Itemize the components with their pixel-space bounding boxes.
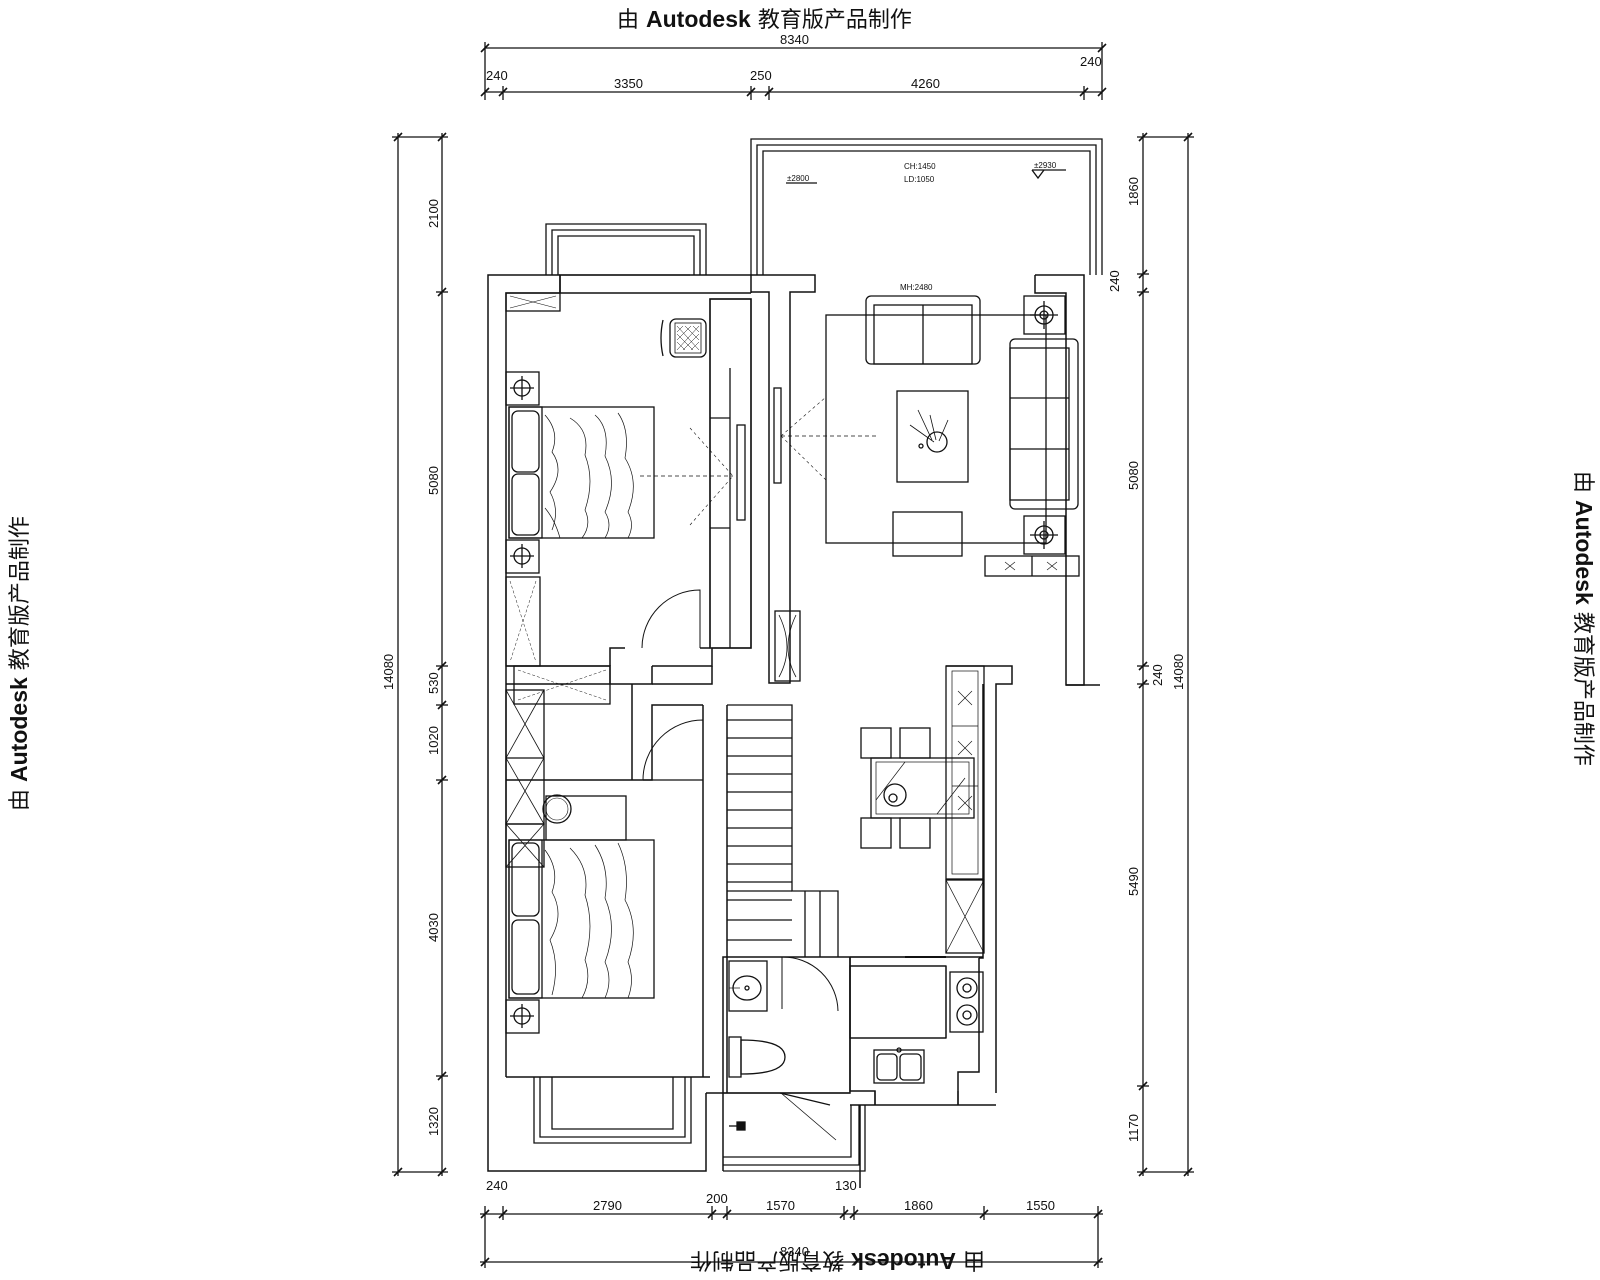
staircase — [727, 704, 839, 957]
dim-left-total: 14080 — [381, 654, 396, 690]
dim-top-seg-2: 250 — [750, 68, 772, 83]
dim-bottom-seg-6: 1550 — [1026, 1198, 1055, 1213]
dim-bottom-total: 8340 — [780, 1244, 809, 1259]
dim-right-seg-2: 5080 — [1126, 461, 1141, 490]
lamp-icon — [505, 371, 540, 406]
dim-top-total: 8340 — [780, 32, 809, 47]
dining-chair-icon — [899, 817, 931, 849]
dim-top-seg-4: 240 — [1080, 54, 1102, 69]
dim-bottom-seg-2: 200 — [706, 1191, 728, 1206]
bedroom-top-balcony — [545, 223, 707, 276]
level-right-label: ±2930 — [1034, 161, 1057, 170]
toilet-icon — [728, 1036, 786, 1078]
sofa-icon — [1009, 338, 1079, 510]
sink-icon — [728, 960, 768, 1012]
bathroom-bottom-balcony — [723, 1092, 866, 1172]
living-room: MH:2480 — [780, 283, 1080, 577]
dim-right-seg-4: 5490 — [1126, 867, 1141, 896]
dim-left-seg-0: 2100 — [426, 199, 441, 228]
lamp-icon — [1023, 295, 1066, 335]
dim-left-seg-2: 530 — [426, 672, 441, 694]
dimension-left: 14080 2100 5080 530 1020 4030 1320 — [381, 132, 448, 1177]
dining-chair-icon — [899, 727, 931, 759]
dining-table-icon — [870, 757, 975, 819]
dim-top-seg-1: 3350 — [614, 76, 643, 91]
bathroom — [723, 956, 850, 1141]
dim-right-seg-3: 240 — [1150, 664, 1165, 686]
bed-icon — [508, 406, 655, 539]
dim-left-seg-5: 1320 — [426, 1107, 441, 1136]
dim-left-seg-1: 5080 — [426, 466, 441, 495]
dimension-bottom: 240 2790 200 1570 130 1860 1550 8340 — [480, 1178, 1103, 1268]
dim-bottom-seg-1: 2790 — [593, 1198, 622, 1213]
kitchen-sink-icon — [873, 1047, 925, 1084]
level-marker-icon — [1031, 169, 1045, 180]
lamp-icon — [505, 539, 540, 574]
walls — [487, 274, 1100, 1188]
dining-chair-icon — [860, 727, 892, 759]
dimension-right: 1860 240 5080 240 14080 5490 1170 — [1107, 132, 1194, 1177]
corridor-wardrobe — [513, 610, 801, 705]
watermark-prefix: 由 — [617, 8, 640, 33]
watermark-top: 由 Autodesk 教育版产品制作 — [617, 2, 912, 34]
dim-left-seg-4: 4030 — [426, 913, 441, 942]
dimension-top: 8340 240 3350 250 4260 240 — [480, 32, 1107, 100]
dining-area — [860, 665, 985, 954]
dim-bottom-seg-4: 130 — [835, 1178, 857, 1193]
dim-right-total: 14080 — [1171, 654, 1186, 690]
kitchen — [849, 956, 984, 1105]
desk-chair-icon — [660, 318, 707, 358]
dim-right-seg-0: 1860 — [1126, 177, 1141, 206]
dim-top-seg-3: 4260 — [911, 76, 940, 91]
dim-right-seg-5: 1170 — [1126, 1114, 1141, 1142]
balcony-ch-label: CH:1450 — [904, 162, 936, 171]
watermark-brand: Autodesk — [646, 6, 751, 32]
stove-icon — [949, 971, 984, 1033]
upper-bedroom — [505, 292, 782, 667]
lower-bedroom — [505, 689, 704, 1034]
stool-icon — [542, 794, 572, 824]
bed-icon — [508, 839, 655, 999]
dim-top-seg-0: 240 — [486, 68, 508, 83]
top-balcony: CH:1450 LD:1050 ±2800 ±2930 — [750, 138, 1103, 275]
balcony-ld-label: LD:1050 — [904, 175, 935, 184]
bedroom-bottom-balcony — [533, 1077, 692, 1144]
coffee-table-icon — [896, 390, 969, 483]
living-mh-label: MH:2480 — [900, 283, 933, 292]
watermark-suffix: 教育版产品制作 — [757, 8, 912, 33]
lamp-icon — [505, 999, 540, 1034]
level-left-label: ±2800 — [787, 174, 810, 183]
dim-left-seg-3: 1020 — [426, 726, 441, 755]
dim-bottom-seg-5: 1860 — [904, 1198, 933, 1213]
dim-right-seg-1: 240 — [1107, 270, 1122, 292]
dim-bottom-seg-3: 1570 — [766, 1198, 795, 1213]
dining-chair-icon — [860, 817, 892, 849]
loveseat-icon — [865, 295, 981, 365]
lamp-icon — [1023, 515, 1066, 555]
armchair-icon — [892, 511, 963, 557]
dim-bottom-seg-0: 240 — [486, 1178, 508, 1193]
